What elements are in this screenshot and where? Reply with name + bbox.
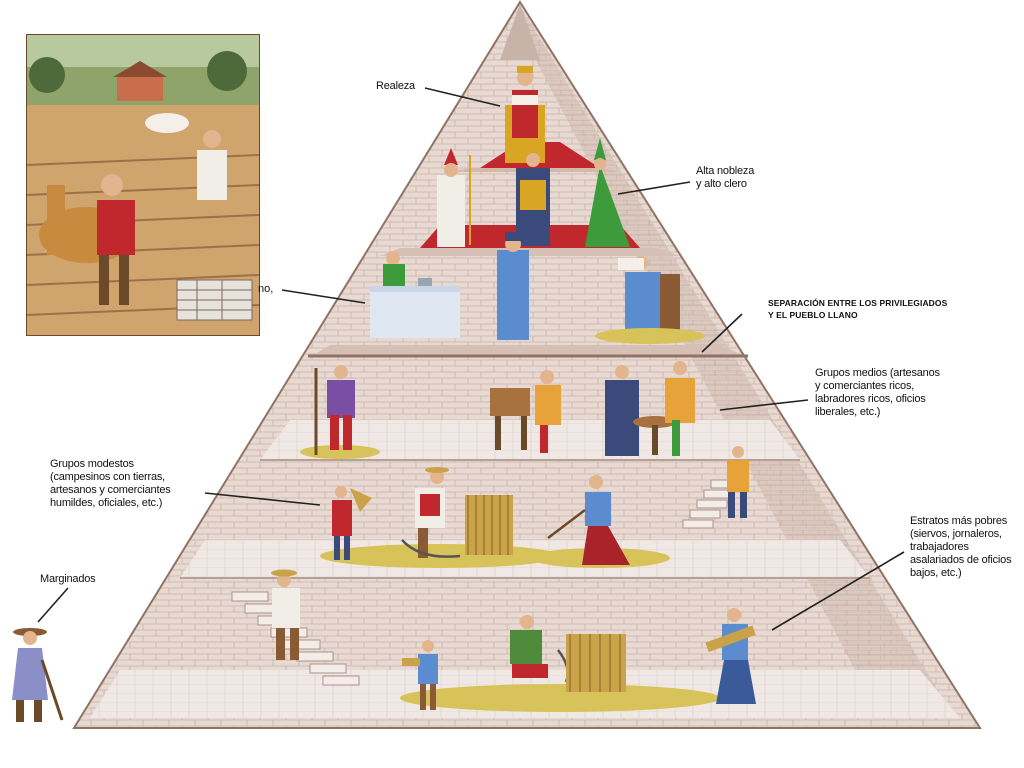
kneeling-reaper — [510, 615, 569, 683]
child-with-bundle — [332, 486, 372, 560]
leader-realeza — [424, 87, 501, 107]
bishop-figure — [437, 148, 471, 247]
tier-middle-floor — [260, 420, 800, 460]
monk-figure — [497, 232, 529, 340]
label-separacion: Separación entre los privilegiados y el … — [768, 298, 948, 320]
lady-figure — [585, 138, 630, 247]
leader-grupos-modestos — [204, 492, 321, 506]
pyramid-inner-wall — [520, 6, 955, 718]
leader-alta-nobleza — [617, 181, 691, 195]
wheat-sheaf-lower — [566, 634, 626, 692]
merchants-at-table — [605, 361, 695, 456]
leader-lines — [37, 87, 905, 631]
reaper-figure — [401, 467, 461, 558]
marginalized-figure — [12, 628, 64, 722]
label-realeza: Realeza — [376, 80, 415, 92]
noble-figure — [516, 153, 550, 246]
inset-painting — [26, 34, 260, 336]
banker-table — [370, 251, 460, 338]
leader-estratos — [771, 551, 905, 631]
label-alta-nobleza: Alta nobleza y alto clero — [696, 165, 755, 190]
leader-grupos-medios — [719, 399, 809, 411]
label-grupos-modestos: Grupos modestos (campesinos con tierras,… — [50, 458, 171, 509]
climbing-figure — [727, 446, 749, 518]
old-woman-raking — [547, 475, 630, 565]
leader-marginados — [37, 587, 69, 623]
label-cut-fragment: no, — [258, 283, 274, 295]
label-grupos-medios: Grupos medios (artesanos y comerciantes … — [815, 367, 940, 418]
carpenter-figure — [490, 370, 561, 453]
tier-nobility-floor — [380, 248, 680, 256]
leader-separacion — [701, 313, 743, 353]
peasant-with-staff — [300, 365, 380, 459]
tier-privileged-floor — [312, 345, 745, 356]
wheat-sheaf — [465, 495, 513, 555]
label-marginados: Marginados — [40, 573, 96, 585]
label-estratos: Estratos más pobres (siervos, jornaleros… — [910, 515, 1012, 579]
scribe-figure — [595, 256, 705, 344]
boy-with-sickle — [402, 640, 438, 710]
leader-cut — [281, 289, 366, 304]
stair-walker — [271, 569, 300, 660]
king-figure — [480, 66, 600, 168]
woman-with-bundle — [705, 608, 756, 704]
